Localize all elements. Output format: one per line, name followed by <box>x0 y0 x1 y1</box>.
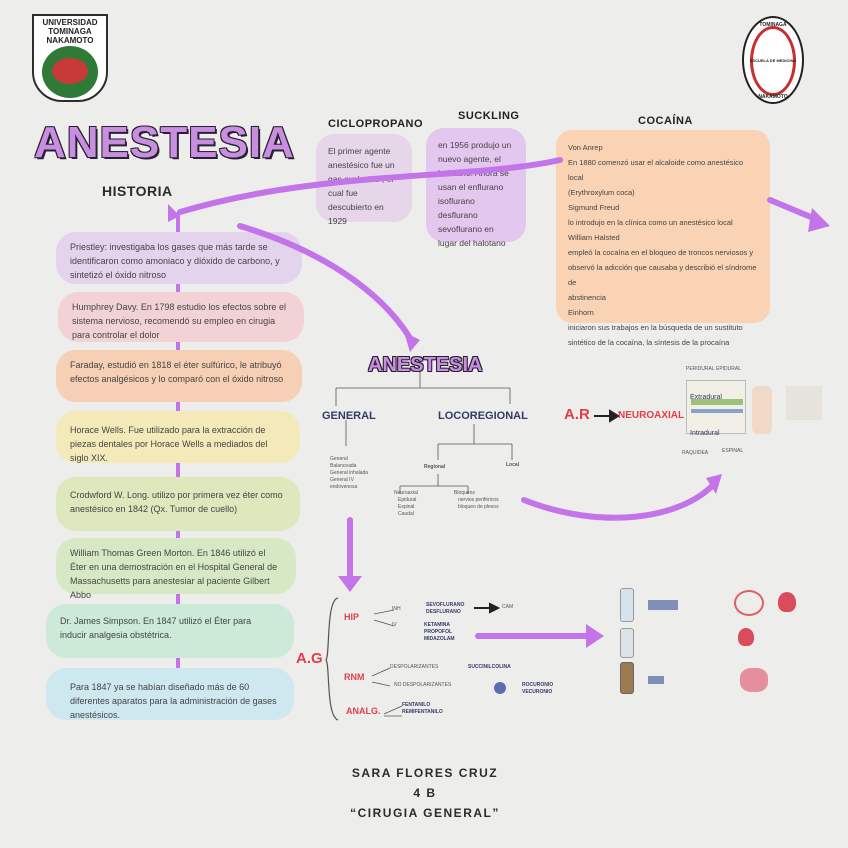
general-label: GENERAL <box>322 410 376 422</box>
general-item: endovenosa <box>330 484 358 490</box>
local-label: Local <box>506 462 520 468</box>
no-despolarizantes-label: NO DESPOLARIZANTES <box>394 682 452 688</box>
cocaina-box: Von Anrep En 1880 comenzó usar el alcalo… <box>556 130 770 347</box>
logo-right-top: TOMINAGA <box>759 22 787 28</box>
hip-iv-agents: KETAMINA PROPOFOL MIDAZOLAM <box>424 622 455 642</box>
cocaina-line: (Erythroxylum coca) <box>568 188 635 197</box>
ar-label: A.R <box>564 406 590 423</box>
label-chip <box>648 600 678 610</box>
cocaina-line: iniciaron sus trabajos en la búsqueda de… <box>568 323 743 332</box>
general-item: Balanceada <box>330 463 357 469</box>
cam-label: CAM <box>502 604 514 610</box>
historia-item: Horace Wells. Fue utilizado para la extr… <box>56 411 300 463</box>
despolarizantes-label: DESPOLARIZANTES <box>390 664 439 670</box>
rocuronio-label: ROCURONIO VECURONIO <box>522 682 554 695</box>
bloqueos-label: Bloqueos <box>454 490 475 496</box>
stop-icon <box>734 590 764 616</box>
historia-item: Para 1847 ya se habían diseñado más de 6… <box>46 668 294 720</box>
inh-label: INH <box>392 606 401 612</box>
cocaina-heading: COCAÍNA <box>638 115 693 127</box>
vertebra-image <box>752 386 772 434</box>
locoregional-label: LOCOREGIONAL <box>438 410 528 422</box>
raquidea-label: RAQUIDEA <box>682 450 709 456</box>
iv-label: IV <box>392 622 397 628</box>
general-items: General Balanceada General inhalada Gene… <box>330 456 368 491</box>
vial-image <box>620 662 634 694</box>
intradural-label: Intradural <box>690 430 720 437</box>
logo-right-mid: ESCUELA DE MEDICINA <box>749 58 797 63</box>
cocaina-line: Von Anrep <box>568 143 603 152</box>
historia-item: William Thomas Green Morton. En 1846 uti… <box>56 538 296 600</box>
rnm-label: RNM <box>344 672 365 682</box>
curve-arrow-2 <box>237 223 413 341</box>
cocaina-line: sintético de la cocaína, la síntesis de … <box>568 338 730 347</box>
logo-right-bottom: NAKAMOTO <box>758 94 788 100</box>
historia-item: Crodwford W. Long. utilizo por primera v… <box>56 477 300 531</box>
emblem-icon <box>42 46 98 98</box>
page-title: ANESTESIA <box>34 118 295 167</box>
cocaina-line: William Halsted <box>568 233 620 242</box>
historia-item: Dr. James Simpson. En 1847 utilizó el Ét… <box>46 604 294 658</box>
regional-label: Regional <box>424 464 446 470</box>
succinil-label: SUCCINILCOLINA <box>468 664 511 670</box>
espinal-label: ESPINAL <box>722 448 744 454</box>
author-group: 4 B <box>413 786 437 800</box>
cocaina-line: lo introdujo en la clínica como un anest… <box>568 218 733 227</box>
hip-inh-agents: SEVOFLURANO DESFLURANO <box>426 602 465 615</box>
extradural-label: Extradural <box>690 394 722 401</box>
general-item: General <box>330 456 348 462</box>
heart-icon <box>738 628 754 646</box>
cocaina-line: abstinencia <box>568 293 606 302</box>
ciclopropano-heading: CICLOPROPANO <box>328 118 424 130</box>
historia-item: Priestley: investigaba los gases que más… <box>56 232 302 284</box>
bloqueo-items: nervios periféricos bloqueo de plexos <box>458 497 499 510</box>
historia-item: Humphrey Davy. En 1798 estudio los efect… <box>58 292 304 342</box>
molecule-icon <box>494 682 506 694</box>
vial-image <box>620 588 634 622</box>
diagram-title: ANESTESIA <box>368 354 483 376</box>
epidural-label: EPIDURAL <box>716 366 742 372</box>
suckling-box: en 1956 produjo un nuevo agente, el halo… <box>426 128 526 248</box>
ag-label: A.G <box>296 650 323 667</box>
neuroaxial-small: Neuroaxial <box>394 490 418 496</box>
hip-label: HIP <box>344 612 360 622</box>
cocaina-line: empleó la cocaína en el bloqueo de tronc… <box>568 248 754 257</box>
historia-heading: HISTORIA <box>102 183 173 199</box>
lungs-icon <box>740 668 768 692</box>
peridural-label: PERIDURAL <box>686 366 715 372</box>
medicine-school-logo: TOMINAGA ESCUELA DE MEDICINA NAKAMOTO <box>742 16 804 104</box>
spine-detail-image <box>786 386 822 420</box>
course-name: “CIRUGIA GENERAL” <box>350 806 500 820</box>
neuroaxial-label: NEUROAXIAL <box>618 410 685 421</box>
cocaina-line: En 1880 comenzó usar el alcaloide como a… <box>568 158 744 182</box>
heart-icon <box>778 592 796 612</box>
vial-image <box>620 628 634 658</box>
general-item: General IV <box>330 477 354 483</box>
curve-arrow <box>177 157 563 215</box>
university-logo-left: UNIVERSIDAD TOMINAGA NAKAMOTO <box>32 14 108 102</box>
fentanilo-label: FENTANILO REMIFENTANILO <box>402 702 443 715</box>
cocaina-line: Einhorn <box>568 308 594 317</box>
cocaina-line: observó la adicción que causaba y descri… <box>568 263 757 287</box>
logo-ring-icon <box>750 26 796 96</box>
cocaina-line: Sigmund Freud <box>568 203 620 212</box>
historia-item: Faraday, estudió en 1818 el éter sulfúri… <box>56 350 302 402</box>
author-name: SARA FLORES CRUZ <box>351 766 499 780</box>
analg-label: ANALG. <box>346 706 381 716</box>
general-item: General inhalada <box>330 470 369 476</box>
label-chip <box>648 676 664 684</box>
suckling-heading: SUCKLING <box>458 110 520 122</box>
logo-left-text: UNIVERSIDAD TOMINAGA NAKAMOTO <box>34 16 106 45</box>
neuro-items: Epidural Espinal Caudal <box>398 497 417 517</box>
spine-image <box>686 380 746 434</box>
